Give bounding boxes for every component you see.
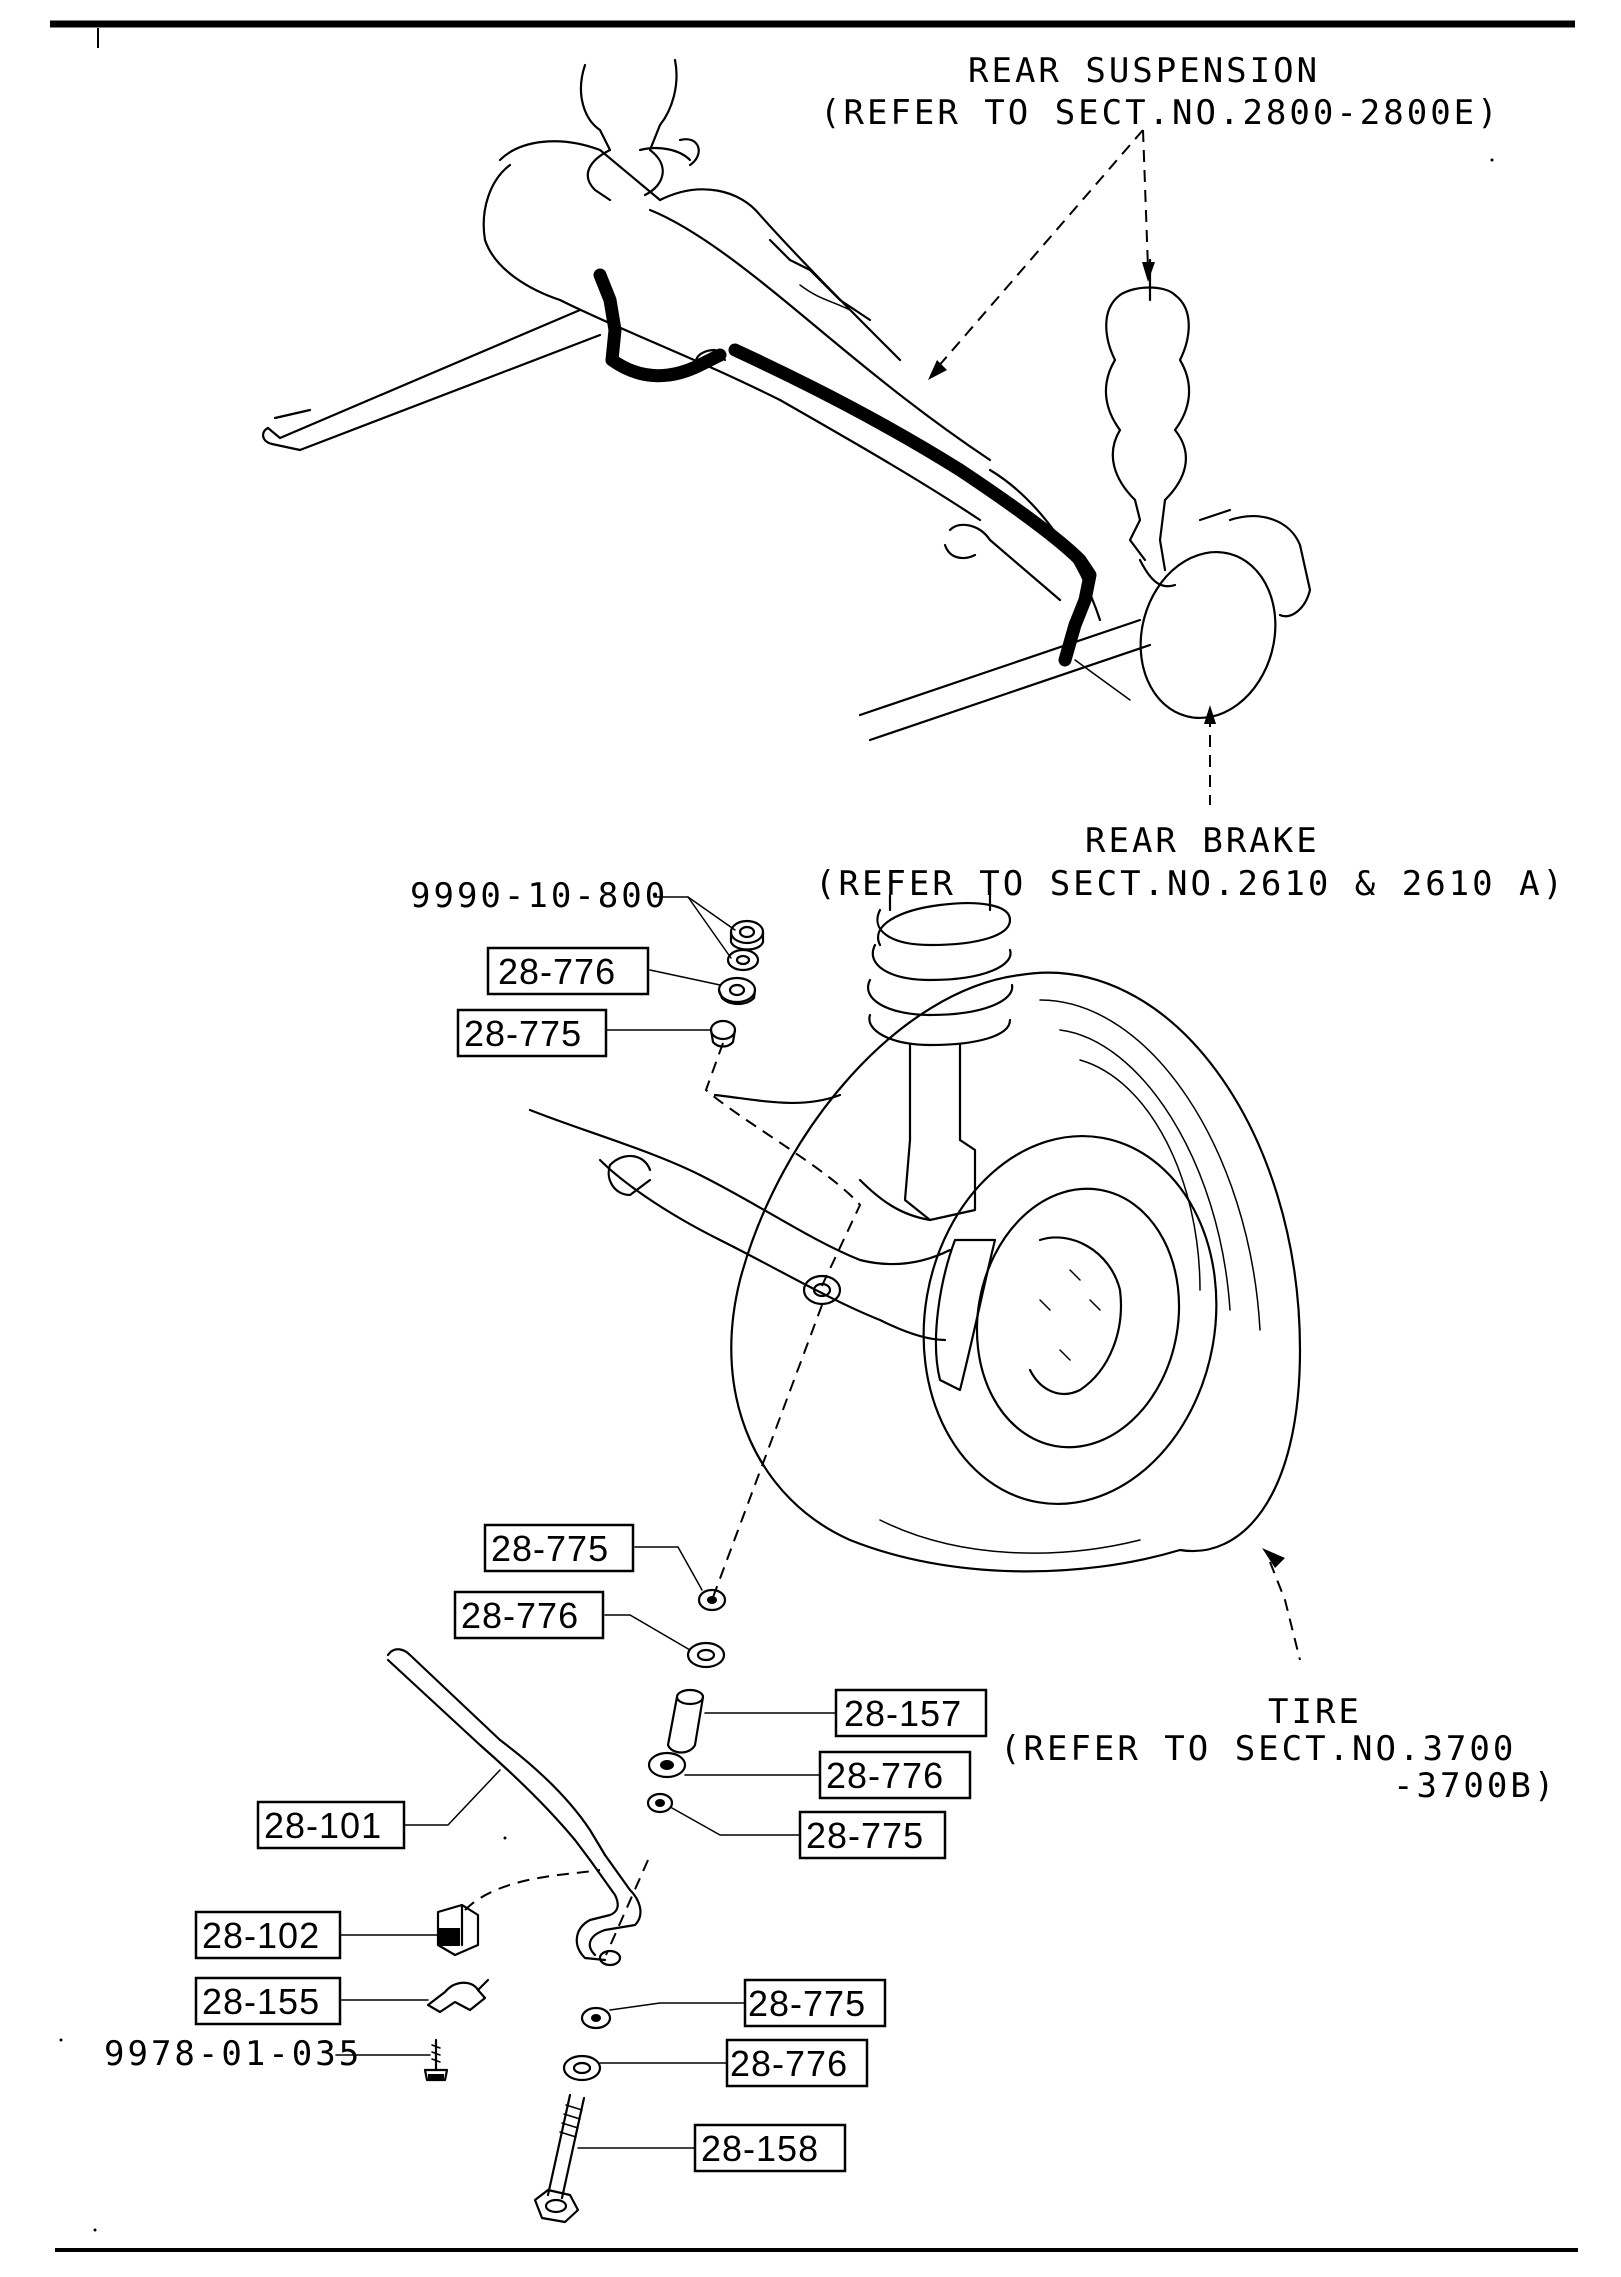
box-bushing-mid-right (798, 1810, 947, 1860)
washer-mid-left-icon (686, 1641, 726, 1669)
stabilizer-bushing-icon (436, 1903, 480, 1957)
box-washer-mid-left (453, 1590, 605, 1640)
note-rear-brake-line1: REAR BRAKE (1085, 821, 1320, 861)
note-rear-suspension-line1: REAR SUSPENSION (968, 51, 1320, 91)
bracket-icon (426, 1978, 490, 2014)
box-link-bolt (693, 2123, 847, 2173)
label-spacer: 28-157 (844, 1693, 962, 1734)
washer-top-icon (726, 948, 760, 972)
axis-link-lower (605, 1859, 649, 1956)
label-washer-low: 28-776 (730, 2043, 848, 2084)
bushing-mid-right-icon (646, 1792, 674, 1814)
leader-suspension-2 (1142, 129, 1149, 269)
note-rear-suspension-line2: (REFER TO SECT.NO.2800-2800E) (820, 93, 1501, 133)
label-link-bolt: 28-158 (701, 2128, 819, 2169)
box-washer-mid-right (818, 1750, 972, 1800)
label-washer-top: 28-776 (498, 951, 616, 992)
nut-top-icon (729, 919, 765, 951)
label-washer-mid-left: 28-776 (461, 1595, 579, 1636)
speck (93, 2228, 97, 2232)
wheel-assembly-illustration (528, 893, 1302, 1573)
note-rear-brake-line2: (REFER TO SECT.NO.2610 & 2610 A) (815, 864, 1566, 904)
box-stabilizer (256, 1800, 406, 1850)
note-tire-line2: (REFER TO SECT.NO.3700 (1000, 1729, 1516, 1769)
washer-top-2-icon (717, 976, 757, 1006)
note-tire-line1: TIRE (1268, 1692, 1362, 1732)
label-stabilizer: 28-101 (264, 1805, 382, 1846)
spacer-icon (666, 1688, 705, 1754)
box-washer-low (725, 2038, 869, 2088)
speck (1490, 158, 1494, 162)
bracket-bolt-icon (423, 2038, 449, 2082)
leader-bushing-mid-right (671, 1807, 801, 1836)
axis-link (711, 1304, 823, 1601)
stabilizer-bar-icon (386, 1648, 642, 1967)
box-bracket (194, 1976, 342, 2026)
label-nut-top: 9990-10-800 (410, 876, 668, 916)
arrow-suspension-2 (1142, 262, 1155, 282)
box-spacer (834, 1688, 988, 1738)
washer-low-icon (562, 2054, 602, 2082)
note-tire-line3: -3700B) (1393, 1766, 1557, 1806)
box-stabilizer-bushing (194, 1910, 342, 1960)
arrow-brake (1204, 705, 1216, 724)
box-bushing-mid-left (483, 1523, 635, 1573)
label-bushing-mid-right: 28-775 (806, 1815, 924, 1856)
bushing-top-icon (709, 1019, 737, 1048)
label-bushing-low: 28-775 (748, 1983, 866, 2024)
leader-bushing-mid-left (634, 1546, 703, 1591)
leader-nut-top-2 (687, 896, 732, 959)
box-bushing-top (456, 1008, 608, 1058)
label-bushing-top: 28-775 (464, 1013, 582, 1054)
box-bushing-low (743, 1978, 887, 2028)
leader-washer-mid-left (604, 1614, 691, 1651)
leader-washer-top (649, 969, 721, 986)
label-bracket-bolt: 9978-01-035 (104, 2034, 362, 2074)
leader-bushing-low (609, 2002, 746, 2011)
leader-stabilizer (401, 1769, 501, 1826)
link-bolt-icon (533, 2093, 586, 2224)
leader-tire (1269, 1561, 1301, 1661)
arrow-suspension-1 (928, 360, 947, 380)
leader-suspension-1 (936, 129, 1144, 369)
speck (503, 1836, 507, 1840)
arrow-tire (1262, 1548, 1285, 1568)
label-stabilizer-bushing: 28-102 (202, 1915, 320, 1956)
axis-top-hardware (704, 1042, 862, 1291)
bushing-mid-left-icon (697, 1588, 727, 1612)
label-bushing-mid-left: 28-775 (491, 1528, 609, 1569)
label-bracket: 28-155 (202, 1981, 320, 2022)
label-washer-mid-right: 28-776 (826, 1755, 944, 1796)
washer-mid-right-icon (647, 1751, 687, 1779)
speck (59, 2038, 63, 2042)
rear-axle-illustration (262, 58, 1312, 742)
box-washer-top (486, 946, 650, 996)
axis-stabilizer-bushing (464, 1869, 601, 1911)
bushing-low-icon (580, 2006, 612, 2030)
